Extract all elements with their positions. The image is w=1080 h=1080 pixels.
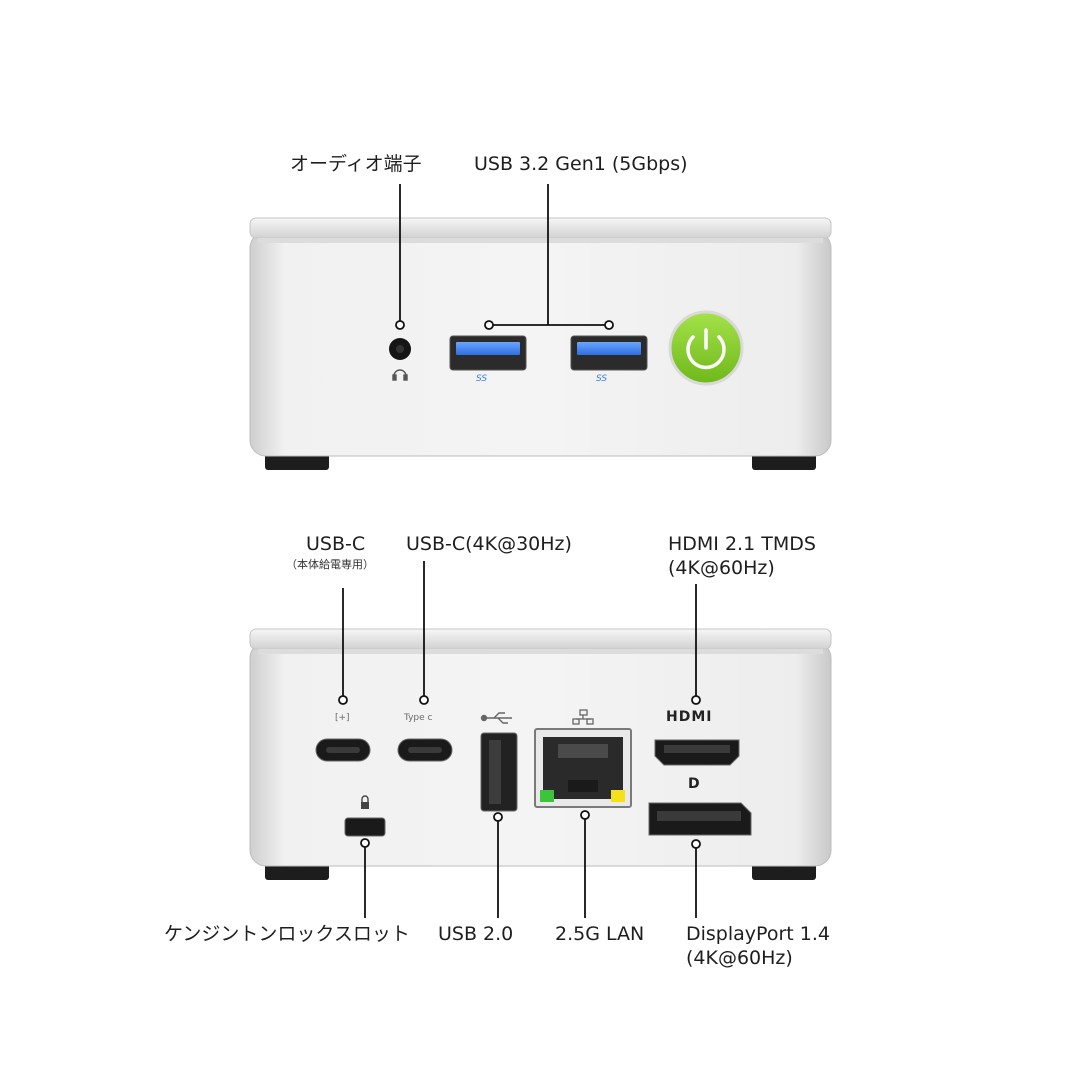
front-unit: [249, 217, 832, 470]
displayport-label-line1: DisplayPort 1.4: [686, 923, 830, 945]
usb-symbol-icon: [480, 712, 512, 724]
usbc-power-note: （本体給電専用）: [286, 558, 374, 571]
ss-stamp-2: SS: [596, 374, 608, 384]
rear-callouts: [338, 561, 701, 918]
kensington-slot[interactable]: [344, 817, 386, 837]
rear-unit: [249, 628, 832, 880]
usb20-label: USB 2.0: [438, 923, 514, 945]
power-input-stamp: [+]: [335, 713, 350, 723]
lan-label: 2.5G LAN: [555, 923, 645, 945]
usb32-label: USB 3.2 Gen1 (5Gbps): [474, 153, 688, 175]
audio-jack-label: オーディオ端子: [290, 153, 422, 175]
headphone-icon: [392, 369, 408, 381]
hdmi-logo: HDMI: [666, 709, 713, 725]
kensington-label: ケンジントンロックスロット: [164, 923, 410, 945]
power-icon: [686, 328, 726, 370]
displayport-logo: D: [688, 776, 700, 792]
rear-lid: [249, 628, 832, 650]
usbc-power-label: USB-C: [306, 533, 366, 555]
hdmi-label-line2: (4K@60Hz): [668, 557, 775, 579]
front-lid: [249, 217, 832, 239]
hdmi-label-line1: HDMI 2.1 TMDS: [668, 533, 816, 555]
network-icon: [572, 709, 594, 725]
lock-icon: [361, 795, 369, 809]
typec-stamp: Type c: [404, 713, 433, 723]
front-chassis: [249, 231, 832, 457]
lan-led-yellow: [611, 790, 625, 802]
front-callouts: [395, 184, 614, 330]
ss-stamp-1: SS: [476, 374, 488, 384]
usbc-display-label: USB-C(4K@30Hz): [406, 533, 572, 555]
lan-led-green: [540, 790, 554, 802]
displayport-label-line2: (4K@60Hz): [686, 947, 793, 969]
